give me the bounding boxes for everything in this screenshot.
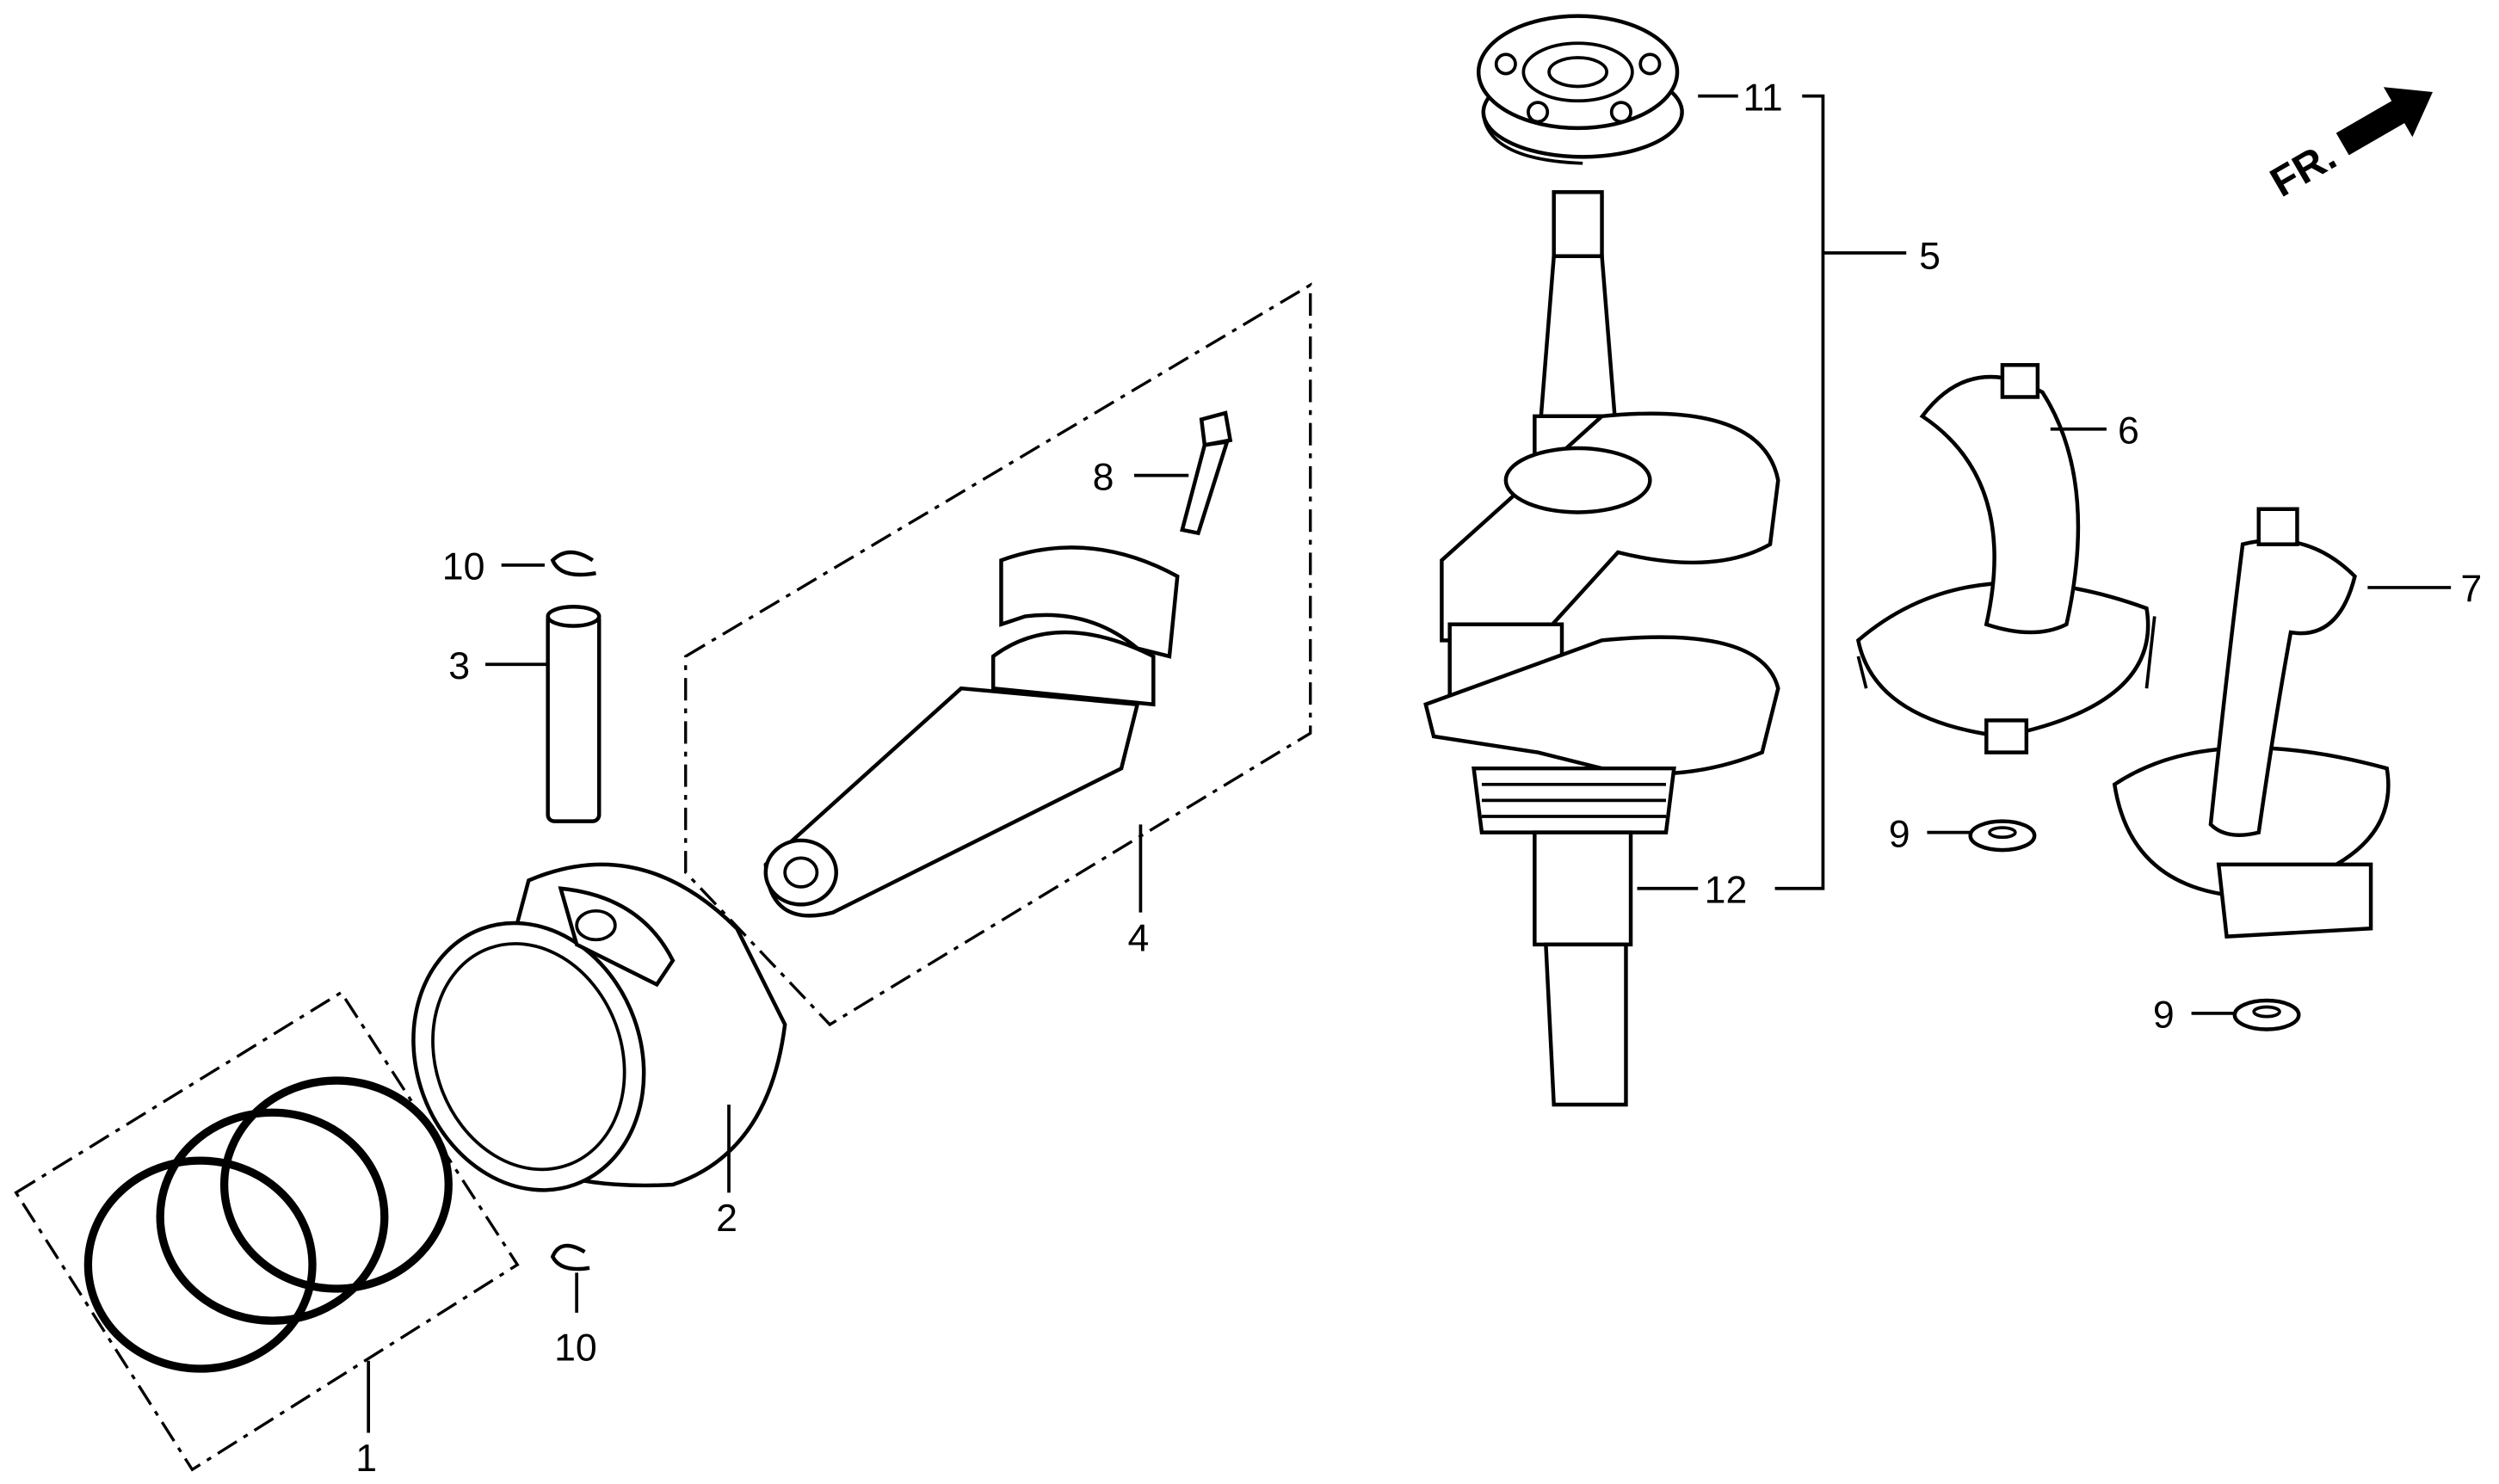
callout-2: 2 [716, 1198, 737, 1240]
callout-lines [367, 94, 2452, 1433]
camshaft-7 [2112, 507, 2391, 939]
callout-7: 7 [2460, 569, 2482, 611]
bearing [1476, 14, 1684, 165]
callout-10-lower: 10 [554, 1327, 597, 1370]
piston-rings-group-box [14, 990, 520, 1472]
callout-4: 4 [1128, 917, 1150, 959]
washer-upper [1968, 819, 2037, 853]
rod-bolt [1180, 410, 1233, 536]
front-label: FR. [2262, 132, 2344, 206]
callout-9-upper: 9 [1889, 813, 1910, 855]
crankshaft [1423, 190, 1780, 1107]
callout-9-lower: 9 [2153, 994, 2175, 1037]
callout-3: 3 [448, 645, 470, 687]
camshaft-6 [1855, 363, 2157, 754]
callout-10-upper: 10 [442, 546, 485, 588]
callout-5: 5 [1919, 236, 1941, 278]
callout-6: 6 [2118, 409, 2139, 452]
connecting-rod [763, 630, 1156, 918]
callout-8: 8 [1093, 456, 1114, 498]
piston-rings [83, 1076, 453, 1373]
front-direction-indicator: FR. [2262, 87, 2433, 206]
washer-lower [2232, 998, 2301, 1031]
piston-pin [546, 605, 602, 823]
callout-11: 11 [1743, 77, 1782, 119]
rod-cap [999, 545, 1180, 659]
pin-clip-lower [550, 1243, 590, 1272]
piston [411, 862, 787, 1192]
callout-12: 12 [1705, 870, 1748, 912]
callout-1: 1 [355, 1438, 377, 1480]
connecting-rod-group-box [684, 282, 1312, 1027]
pin-clip-upper [550, 550, 596, 577]
front-arrow-icon [2335, 87, 2433, 156]
